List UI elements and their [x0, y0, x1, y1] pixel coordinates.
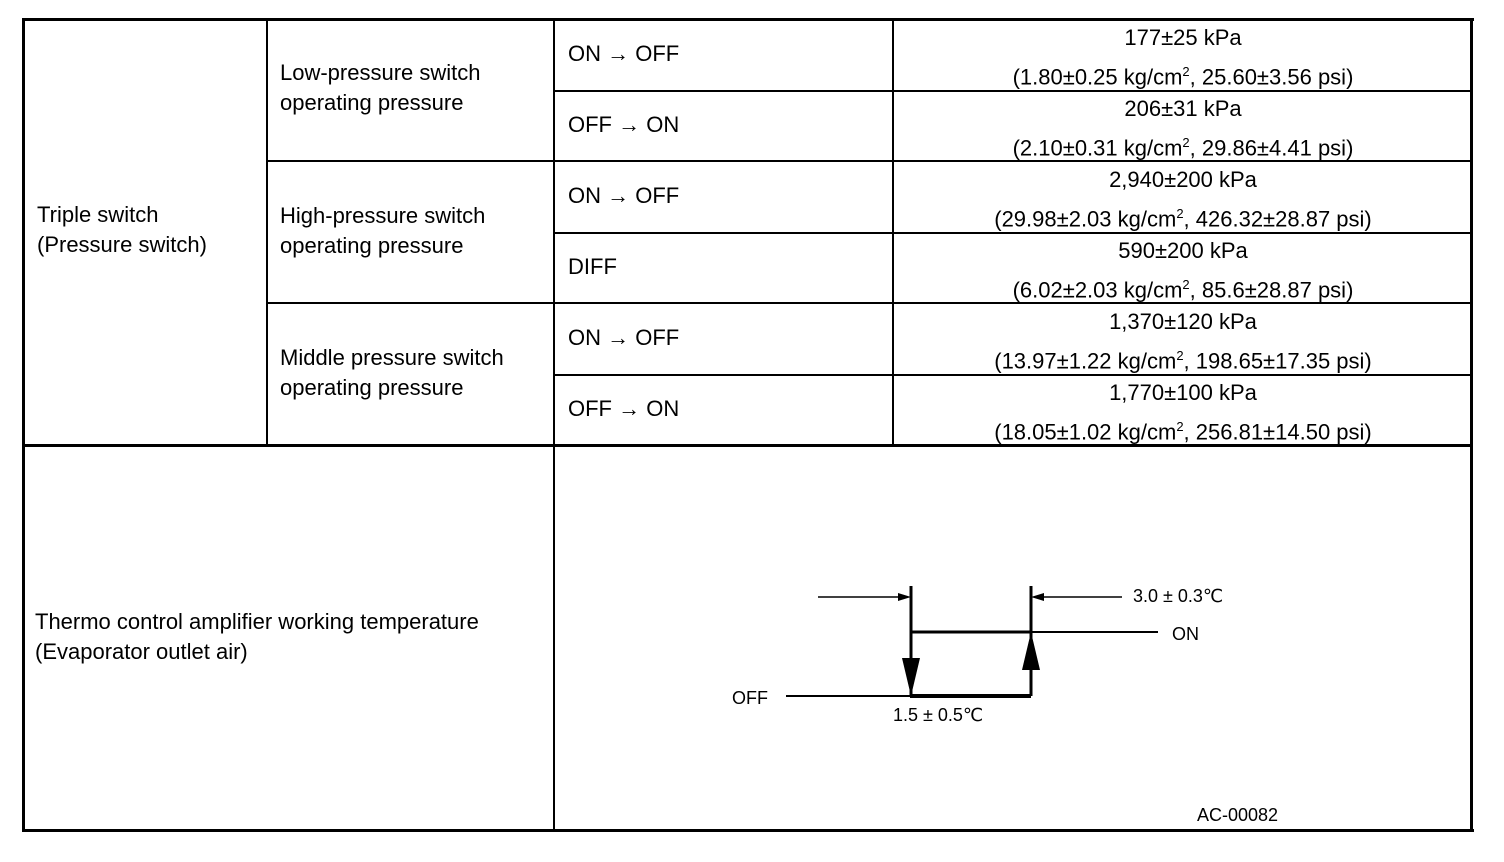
table-border-bottom [22, 829, 1474, 832]
off-label: OFF [732, 688, 768, 708]
on-label: ON [1172, 624, 1199, 644]
value-cell: 177±25 kPa (1.80±0.25 kg/cm2, 25.60±3.56… [1012, 25, 1354, 90]
triple-switch-label: Triple switch (Pressure switch) [37, 202, 207, 257]
column-divider [553, 18, 555, 832]
thermo-control-label: Thermo control amplifier working tempera… [35, 609, 479, 664]
bottom-differential-label: 1.5 ± 0.5℃ [893, 705, 984, 725]
table-border-top [22, 18, 1474, 21]
figure-code: AC-00082 [1197, 805, 1279, 825]
value-cell: 1,370±120 kPa (13.97±1.22 kg/cm2, 198.65… [994, 309, 1372, 374]
group-divider [267, 302, 1472, 304]
arrow-up-icon [1022, 632, 1040, 670]
group-divider [267, 160, 1472, 162]
arrow-down-icon [902, 658, 920, 696]
table-border-left [22, 18, 25, 832]
value-cell: 1,770±100 kPa (18.05±1.02 kg/cm2, 256.81… [994, 380, 1372, 445]
condition-cell: OFF → ON [568, 112, 680, 137]
table-border-right [1470, 18, 1473, 832]
condition-cell: DIFF [568, 254, 617, 279]
dimension-arrow-icon [898, 593, 911, 601]
top-differential-label: 3.0 ± 0.3℃ [1133, 586, 1224, 606]
low-pressure-switch-label: Low-pressure switch operating pressure [280, 60, 481, 115]
condition-cell: OFF → ON [568, 396, 680, 421]
value-cell: 206±31 kPa (2.10±0.31 kg/cm2, 29.86±4.41… [1012, 96, 1354, 161]
hysteresis-curve [786, 586, 1158, 698]
value-cell: 2,940±200 kPa (29.98±2.03 kg/cm2, 426.32… [994, 167, 1372, 232]
row-divider [554, 232, 1472, 234]
condition-cell: ON → OFF [568, 325, 680, 350]
column-divider [266, 18, 268, 446]
row-divider [554, 90, 1472, 92]
high-pressure-switch-label: High-pressure switch operating pressure [280, 203, 486, 258]
section-divider [22, 444, 1472, 447]
middle-pressure-switch-label: Middle pressure switch operating pressur… [280, 345, 504, 400]
dimension-arrow-icon [1031, 593, 1044, 601]
row-divider [554, 374, 1472, 376]
condition-cell: ON → OFF [568, 183, 680, 208]
value-cell: 590±200 kPa (6.02±2.03 kg/cm2, 85.6±28.8… [1012, 238, 1354, 303]
condition-cell: ON → OFF [568, 41, 680, 66]
